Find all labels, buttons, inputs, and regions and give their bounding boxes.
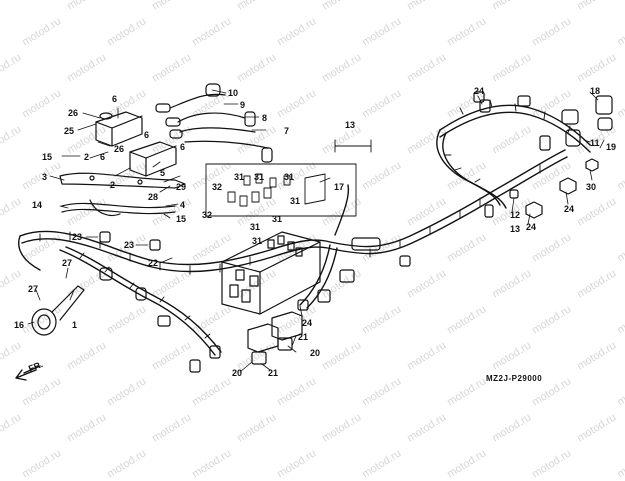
callout: 24 xyxy=(526,222,536,232)
callout: 16 xyxy=(14,320,24,330)
callout: 31 xyxy=(284,172,294,182)
callout: 6 xyxy=(144,130,149,140)
callout: 31 xyxy=(272,214,282,224)
callout: 3 xyxy=(42,172,47,182)
callout: 13 xyxy=(345,120,355,130)
callout: 2 xyxy=(110,180,115,190)
callout: 4 xyxy=(180,200,185,210)
callout: 23 xyxy=(124,240,134,250)
callout: 31 xyxy=(252,236,262,246)
callout: 13 xyxy=(510,224,520,234)
relays xyxy=(247,311,303,365)
callout: 29 xyxy=(176,182,186,192)
callout-layer: 26 6 25 2 15 6 26 6 6 3 5 2 10 9 8 7 13 … xyxy=(14,86,616,383)
callout: 26 xyxy=(68,108,78,118)
callout: 6 xyxy=(112,94,117,104)
callout: 1 xyxy=(72,320,77,330)
callout: 32 xyxy=(202,210,212,220)
callout: 6 xyxy=(100,152,105,162)
callout: 7 xyxy=(284,126,289,136)
sub-harness xyxy=(61,199,176,217)
front-label: FR. xyxy=(27,359,44,374)
callout: 24 xyxy=(302,318,312,328)
callout: 31 xyxy=(234,172,244,182)
callout: 20 xyxy=(232,368,242,378)
callout: 15 xyxy=(176,214,186,224)
coil-bracket xyxy=(59,172,186,189)
callout: 23 xyxy=(72,232,82,242)
callout: 30 xyxy=(586,182,596,192)
callout: 24 xyxy=(564,204,574,214)
callout: 18 xyxy=(590,86,600,96)
callout: 31 xyxy=(290,196,300,206)
callout: 19 xyxy=(606,142,616,152)
callout: 32 xyxy=(212,182,222,192)
ignition-coil-lower xyxy=(129,141,177,177)
callout: 21 xyxy=(298,332,308,342)
callout: 26 xyxy=(114,144,124,154)
callout: 24 xyxy=(474,86,484,96)
harness-wrap-marks xyxy=(39,99,571,339)
callout: 5 xyxy=(160,168,165,178)
callout: 22 xyxy=(148,258,158,268)
diagram-canvas: 26 6 25 2 15 6 26 6 6 3 5 2 10 9 8 7 13 … xyxy=(14,83,616,383)
leader-lines xyxy=(27,89,605,373)
callout: 8 xyxy=(262,113,267,123)
harness-sleeve xyxy=(351,237,381,251)
callout: 14 xyxy=(32,200,42,210)
callout: 2 xyxy=(84,152,89,162)
fuse-detail-bracket xyxy=(205,139,372,217)
callout: 10 xyxy=(228,88,238,98)
connectors xyxy=(99,91,613,373)
front-direction-arrow xyxy=(15,365,41,381)
callout: 15 xyxy=(42,152,52,162)
fuse-puller xyxy=(304,173,326,205)
ignition-coil-upper xyxy=(95,111,143,147)
callout: 6 xyxy=(180,142,185,152)
fuse-box xyxy=(221,231,321,315)
callout: 12 xyxy=(510,210,520,220)
horn xyxy=(31,285,85,336)
diagram-code-label: MZ2J-P29000 xyxy=(486,374,542,383)
callout: 28 xyxy=(148,192,158,202)
callout: 31 xyxy=(250,222,260,232)
callout: 9 xyxy=(240,100,245,110)
callout: 21 xyxy=(268,368,278,378)
callout: 27 xyxy=(62,258,72,268)
callout: 25 xyxy=(64,126,74,136)
main-harness xyxy=(18,104,591,356)
callout: 20 xyxy=(310,348,320,358)
callout: 11 xyxy=(590,138,600,148)
callout: 17 xyxy=(334,182,344,192)
callout: 27 xyxy=(28,284,38,294)
callout: 31 xyxy=(254,172,264,182)
spark-plug-leads xyxy=(155,83,273,163)
